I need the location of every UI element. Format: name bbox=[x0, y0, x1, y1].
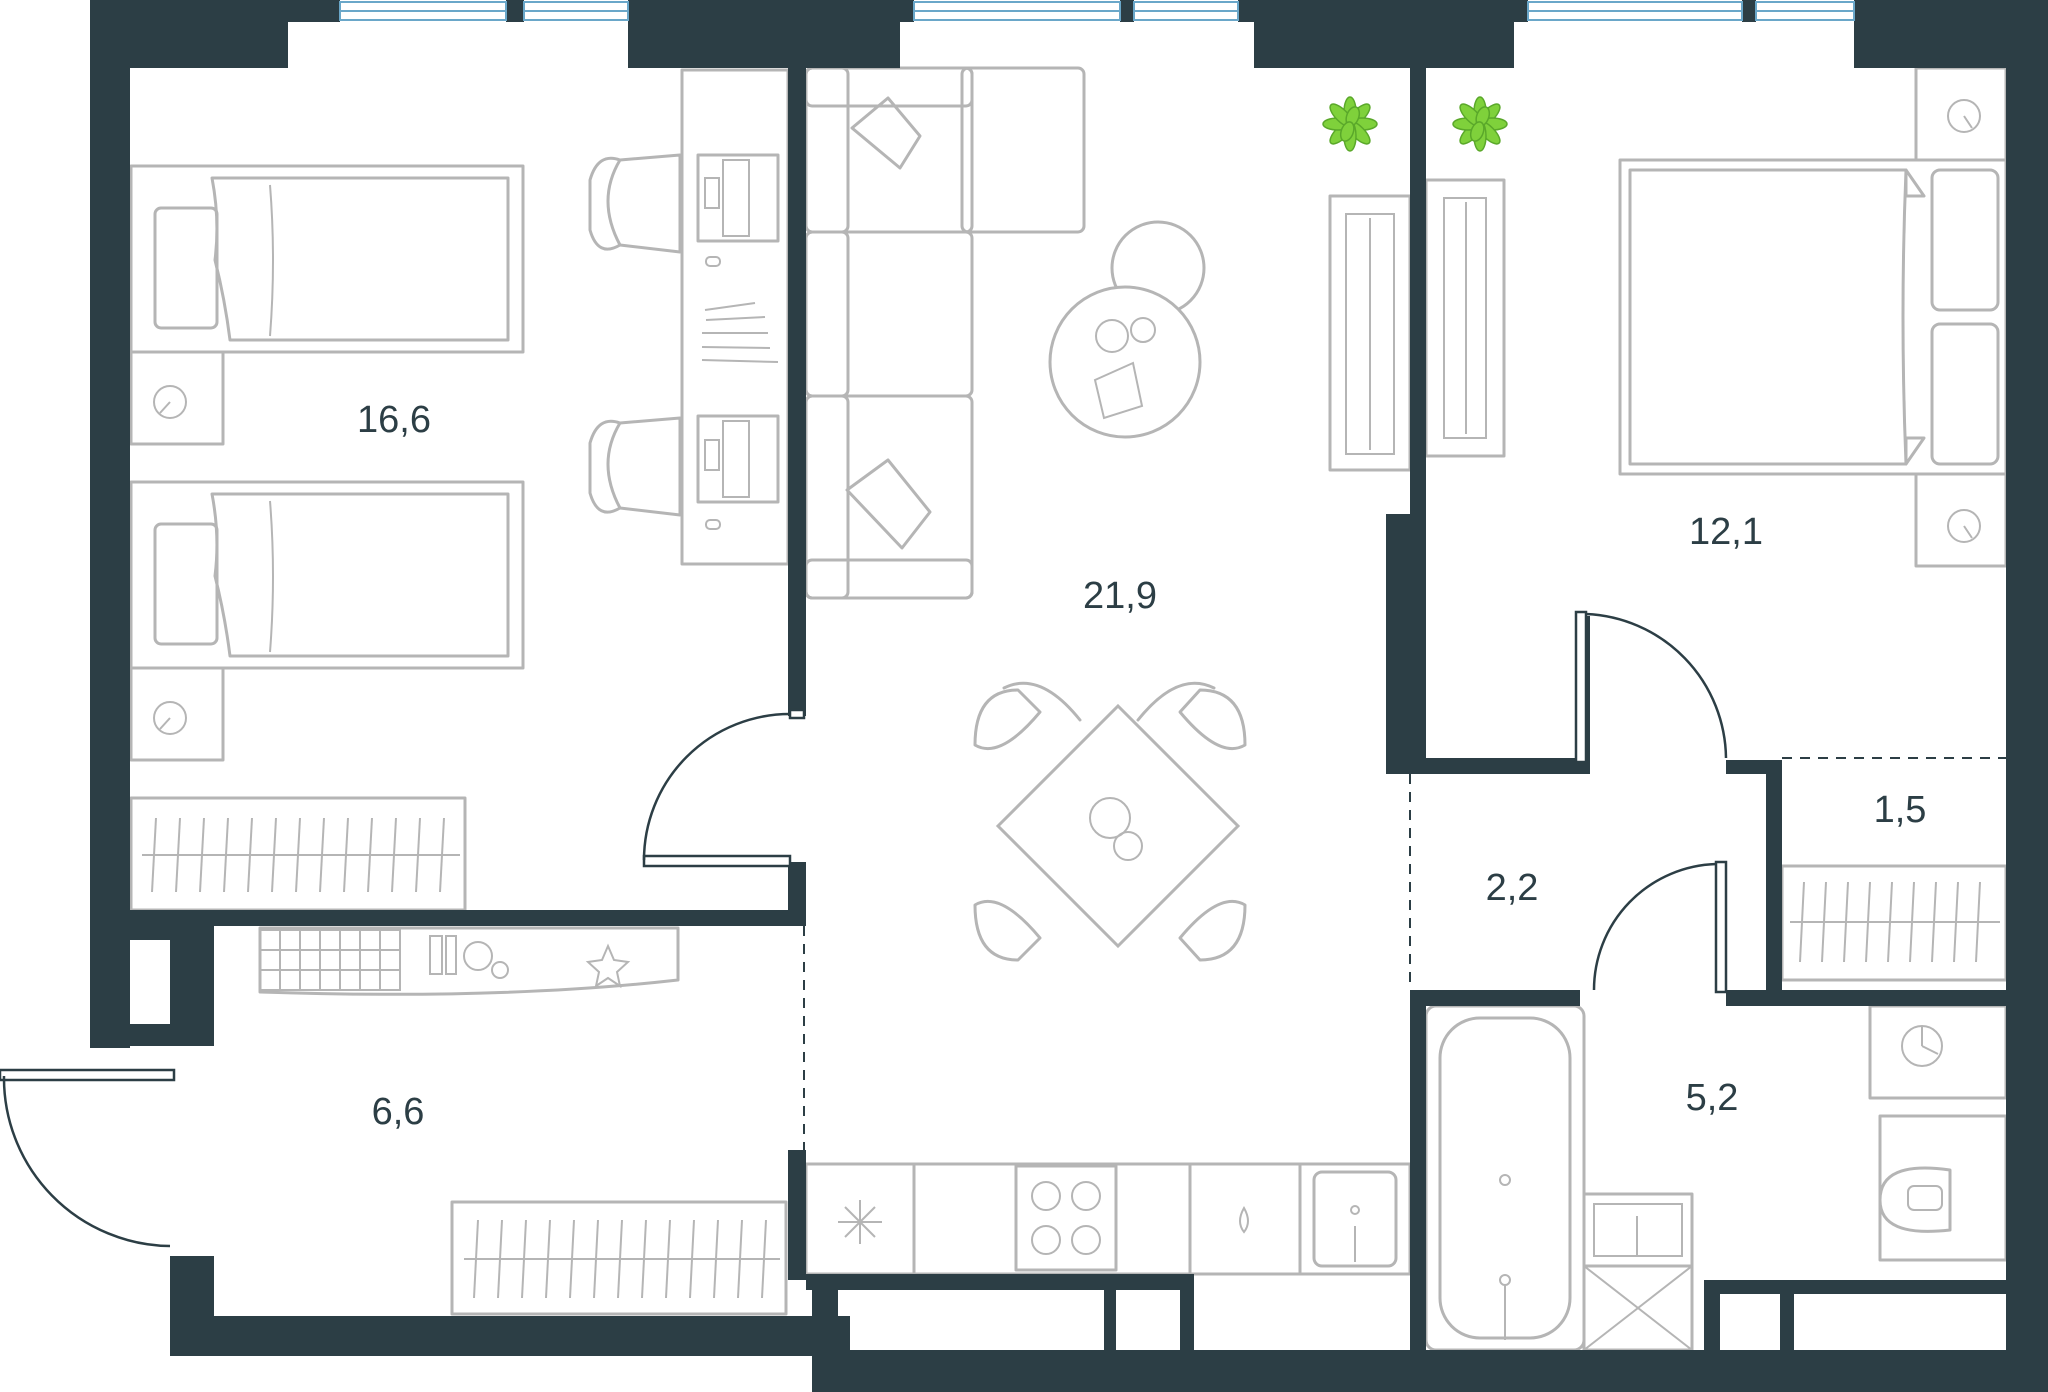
tv-stand bbox=[1328, 194, 1412, 472]
hallway-shelf bbox=[258, 926, 680, 996]
washing-machine bbox=[1582, 1264, 1694, 1352]
double-bed bbox=[1618, 158, 2008, 476]
plant-icon bbox=[1322, 96, 1378, 152]
desk-chair bbox=[588, 416, 682, 517]
nightstand bbox=[129, 350, 225, 446]
furniture bbox=[129, 66, 2008, 1352]
area-labels: 16,6 21,9 12,1 1,5 2,2 6,6 5,2 bbox=[357, 399, 1926, 1133]
area-corridor: 2,2 bbox=[1486, 867, 1539, 909]
washbasin bbox=[1582, 1192, 1694, 1268]
desk bbox=[680, 68, 790, 566]
bathtub bbox=[1424, 1004, 1586, 1352]
area-wardrobe: 1,5 bbox=[1874, 789, 1927, 831]
coffee-table bbox=[1048, 220, 1206, 439]
walls bbox=[90, 0, 2048, 1392]
area-hallway: 6,6 bbox=[372, 1091, 425, 1133]
bedroom-cabinet bbox=[1424, 178, 1506, 458]
area-bedroom-left: 16,6 bbox=[357, 399, 431, 441]
nightstand bbox=[129, 666, 225, 762]
bath-cabinet bbox=[1868, 1004, 2008, 1100]
plant-icon bbox=[1452, 96, 1508, 152]
corner-sofa bbox=[804, 66, 1086, 600]
windows bbox=[339, 1, 1855, 21]
area-living-room: 21,9 bbox=[1083, 575, 1157, 617]
wardrobe-hallway bbox=[450, 1200, 788, 1316]
wardrobe-hangers bbox=[142, 817, 2000, 1299]
single-bed-top bbox=[129, 164, 525, 354]
zone-boundaries bbox=[803, 757, 2006, 1150]
area-bathroom: 5,2 bbox=[1686, 1077, 1739, 1119]
desk-chair bbox=[588, 153, 682, 254]
toilet bbox=[1878, 1114, 2008, 1262]
kitchen-counter bbox=[804, 1162, 1412, 1276]
area-bedroom-right: 12,1 bbox=[1689, 511, 1763, 553]
doors bbox=[0, 610, 1728, 1248]
nightstand bbox=[1914, 66, 2008, 162]
dining-set bbox=[973, 681, 1247, 962]
nightstand bbox=[1914, 472, 2008, 568]
single-bed-bottom bbox=[129, 480, 525, 670]
